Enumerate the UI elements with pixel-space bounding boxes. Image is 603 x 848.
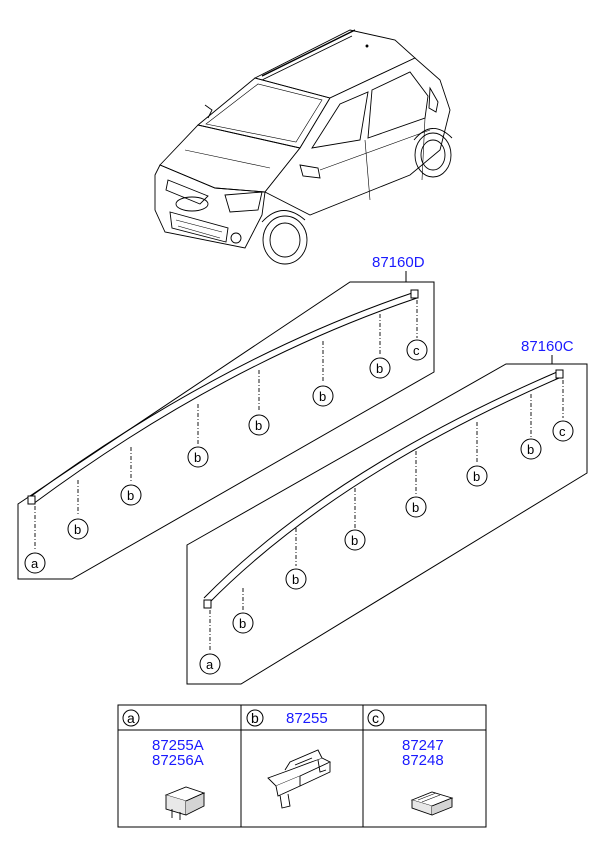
svg-text:b: b [351,533,358,548]
clip-a-icon [164,786,206,820]
legend-col-c: c 87247 87248 [367,709,454,816]
upper-rail-outer [29,291,416,498]
lower-rail-outer [203,371,558,599]
lower-rail-assembly: 87160C a b b b b b b c [186,338,588,685]
callout-c: c [552,420,574,442]
car-illustration [154,29,453,265]
lower-rail-inner [207,377,560,605]
upper-rail-inner [32,297,418,505]
lower-frame [186,363,588,685]
callout-b: b [248,414,270,436]
svg-text:c: c [413,343,420,358]
callout-c: c [406,339,428,361]
callout-b: b [285,568,307,590]
lower-end-clip-c [555,369,564,379]
legend-letter-b: b [251,710,259,726]
svg-text:b: b [473,469,480,484]
upper-frame [17,281,435,580]
callout-b: b [405,496,427,518]
callout-a: a [199,653,221,675]
callout-a: a [24,552,46,574]
upper-rail-assembly: 87160D a b b b b b b c [17,254,435,580]
part-number-87160D: 87160D [372,254,425,271]
upper-end-clip-a [27,495,36,505]
svg-text:a: a [31,556,39,571]
svg-text:b: b [74,522,81,537]
legend-col-b: b 87255 [246,709,332,809]
callout-b: b [520,438,542,460]
callout-b: b [232,612,254,634]
svg-text:b: b [292,572,299,587]
legend-part-87248: 87248 [402,752,444,769]
upper-end-clip-c [410,289,419,299]
clip-c-icon [410,791,454,816]
svg-text:b: b [319,389,326,404]
svg-text:b: b [255,418,262,433]
callout-b: b [187,446,209,468]
svg-text:b: b [194,450,201,465]
legend-part-87256A: 87256A [152,752,204,769]
legend-col-a: a 87255A 87256A [122,709,206,820]
legend-part-87247: 87247 [402,737,444,754]
callout-b: b [466,465,488,487]
legend-letter-c: c [372,710,379,726]
svg-text:b: b [127,488,134,503]
legend-part-87255A: 87255A [152,737,204,754]
legend-part-87255: 87255 [286,710,328,727]
lower-end-clip-a [203,599,212,609]
svg-text:b: b [412,500,419,515]
legend-letter-a: a [127,710,135,726]
svg-text:a: a [206,657,214,672]
callout-b: b [369,357,391,379]
svg-text:c: c [559,424,566,439]
svg-text:b: b [527,442,534,457]
svg-text:b: b [239,616,246,631]
svg-text:b: b [376,361,383,376]
callout-b: b [344,529,366,551]
callout-b: b [67,518,89,540]
legend-table: a 87255A 87256A b 87255 [117,704,487,828]
part-number-87160C: 87160C [521,338,574,355]
clip-b-icon [267,749,332,809]
callout-b: b [120,484,142,506]
callout-b: b [312,385,334,407]
